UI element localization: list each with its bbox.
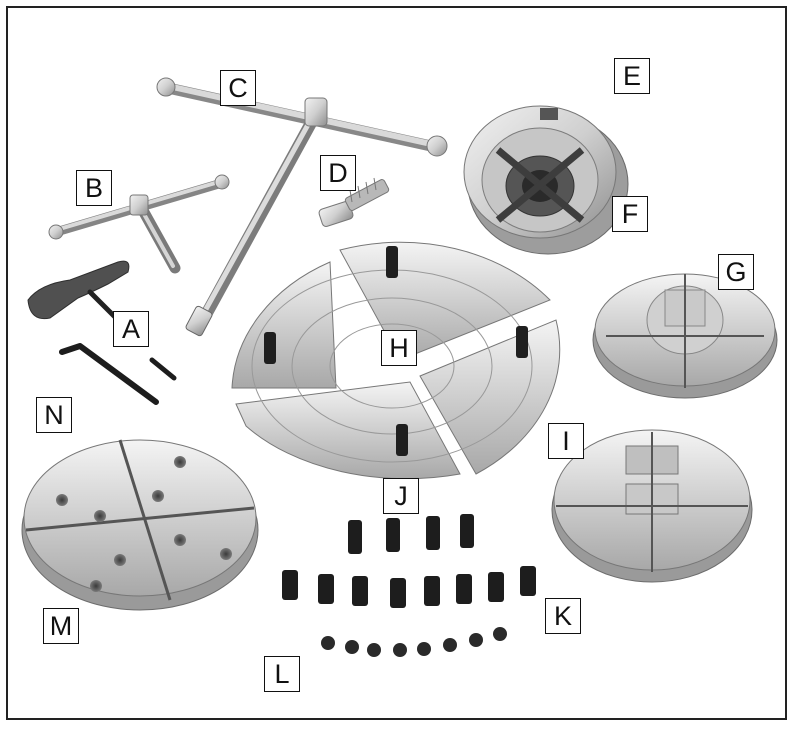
- callout-h: H: [381, 330, 417, 366]
- jaw-stops: [282, 514, 536, 608]
- tommy-bar-wrench-large: [156, 77, 448, 337]
- screws: [321, 627, 507, 657]
- jaw-set-m: [21, 439, 259, 611]
- callout-i: I: [548, 423, 584, 459]
- faceplate-jaws: [231, 241, 561, 480]
- four-jaw-chuck: [463, 105, 629, 255]
- jaw-set-i: [551, 429, 753, 583]
- callout-c: C: [220, 70, 256, 106]
- callout-b: B: [76, 170, 112, 206]
- callout-m: M: [43, 608, 79, 644]
- callout-j: J: [383, 478, 419, 514]
- callout-a: A: [113, 311, 149, 347]
- callout-f: F: [612, 196, 648, 232]
- callout-g: G: [718, 254, 754, 290]
- callout-d: D: [320, 155, 356, 191]
- jaw-set-g: [592, 273, 778, 399]
- threaded-bolt: [318, 177, 390, 227]
- callout-e: E: [614, 58, 650, 94]
- callout-n: N: [36, 397, 72, 433]
- callout-l: L: [264, 656, 300, 692]
- l-hex-key: [59, 343, 177, 405]
- callout-k: K: [545, 598, 581, 634]
- tommy-bar-wrench-small: [48, 174, 230, 274]
